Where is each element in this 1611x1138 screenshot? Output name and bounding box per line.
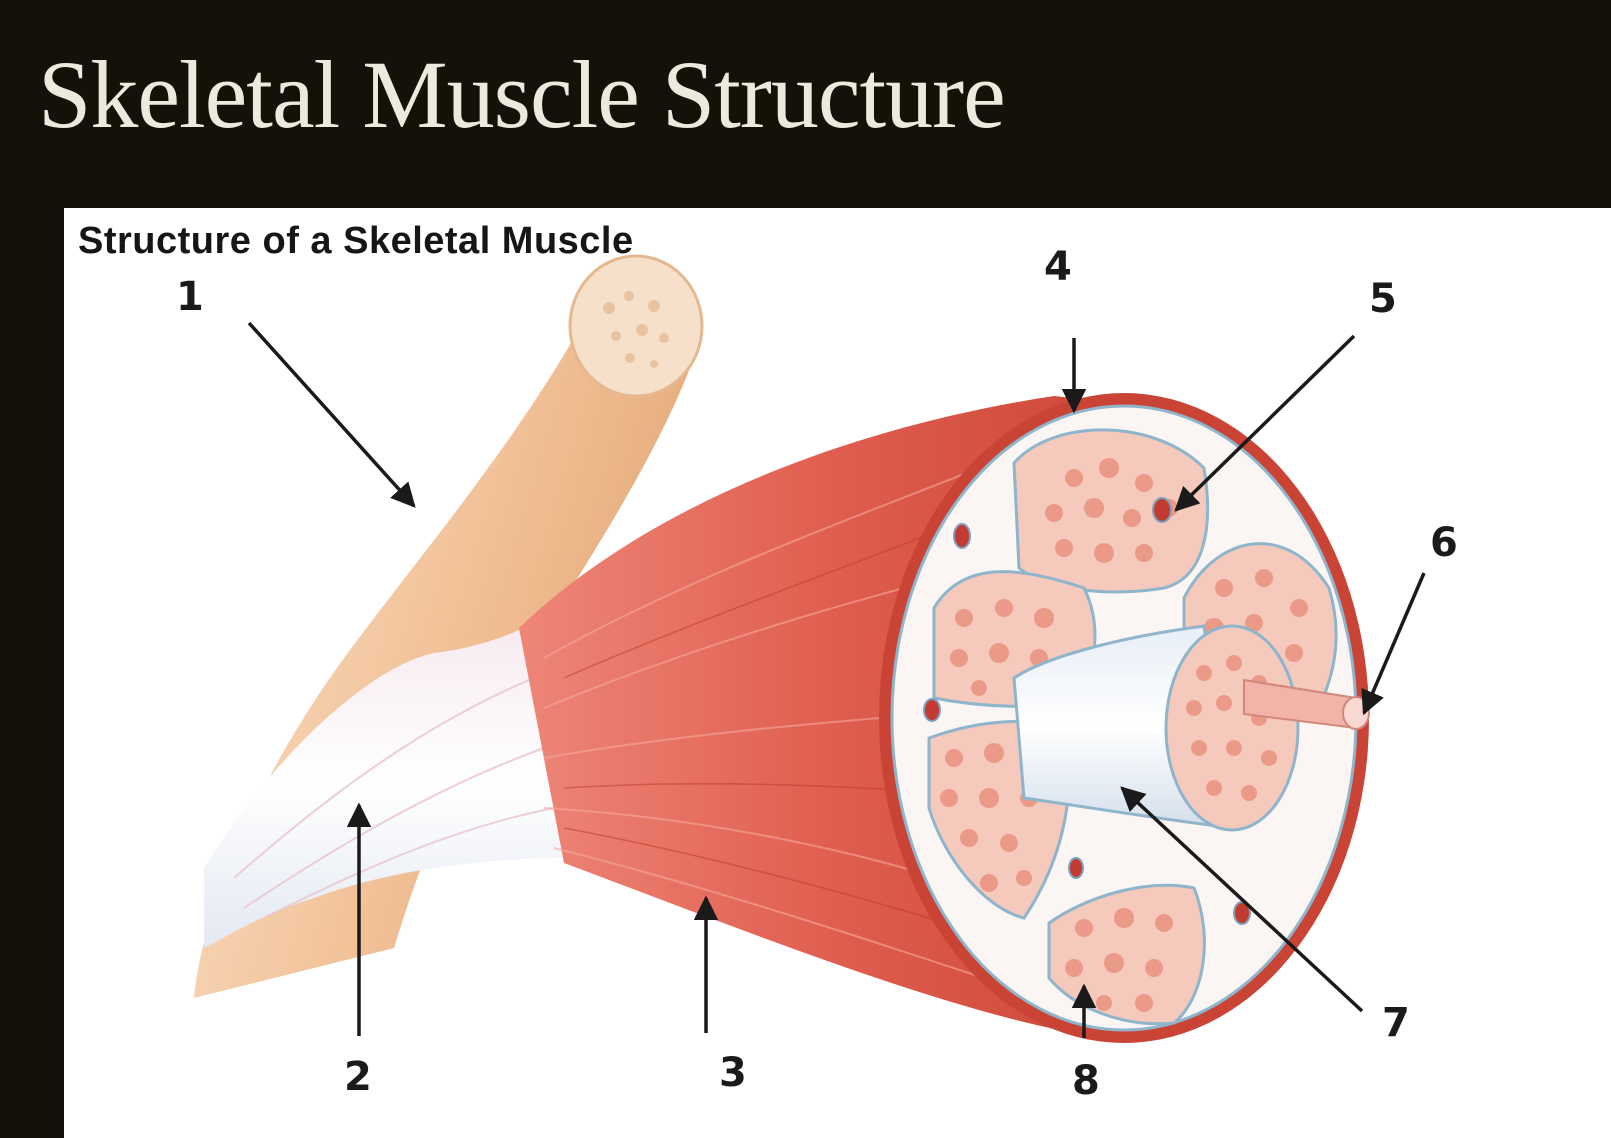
tendon <box>204 623 564 948</box>
label-2: 2 <box>344 1054 372 1100</box>
label-1: 1 <box>176 274 204 320</box>
label-7: 7 <box>1382 1000 1410 1046</box>
slide-title: Skeletal Muscle Structure <box>38 41 1006 148</box>
figure-title: Structure of a Skeletal Muscle <box>78 220 634 262</box>
label-6: 6 <box>1430 520 1458 566</box>
label-8: 8 <box>1072 1058 1100 1104</box>
label-4: 4 <box>1044 244 1072 290</box>
label-3: 3 <box>719 1050 747 1096</box>
figure-panel: Structure of a Skeletal Muscle <box>64 208 1611 1138</box>
blood-vessels <box>923 497 1251 925</box>
label-5: 5 <box>1369 276 1397 322</box>
annotation-arrows <box>247 321 1426 1038</box>
fascicle-tube <box>1012 624 1300 832</box>
muscle-fiber <box>1243 678 1370 730</box>
number-labels: 1 2 3 4 5 6 7 8 <box>176 244 1458 1104</box>
muscle-diagram: 1 2 3 4 5 6 7 8 <box>176 244 1458 1104</box>
